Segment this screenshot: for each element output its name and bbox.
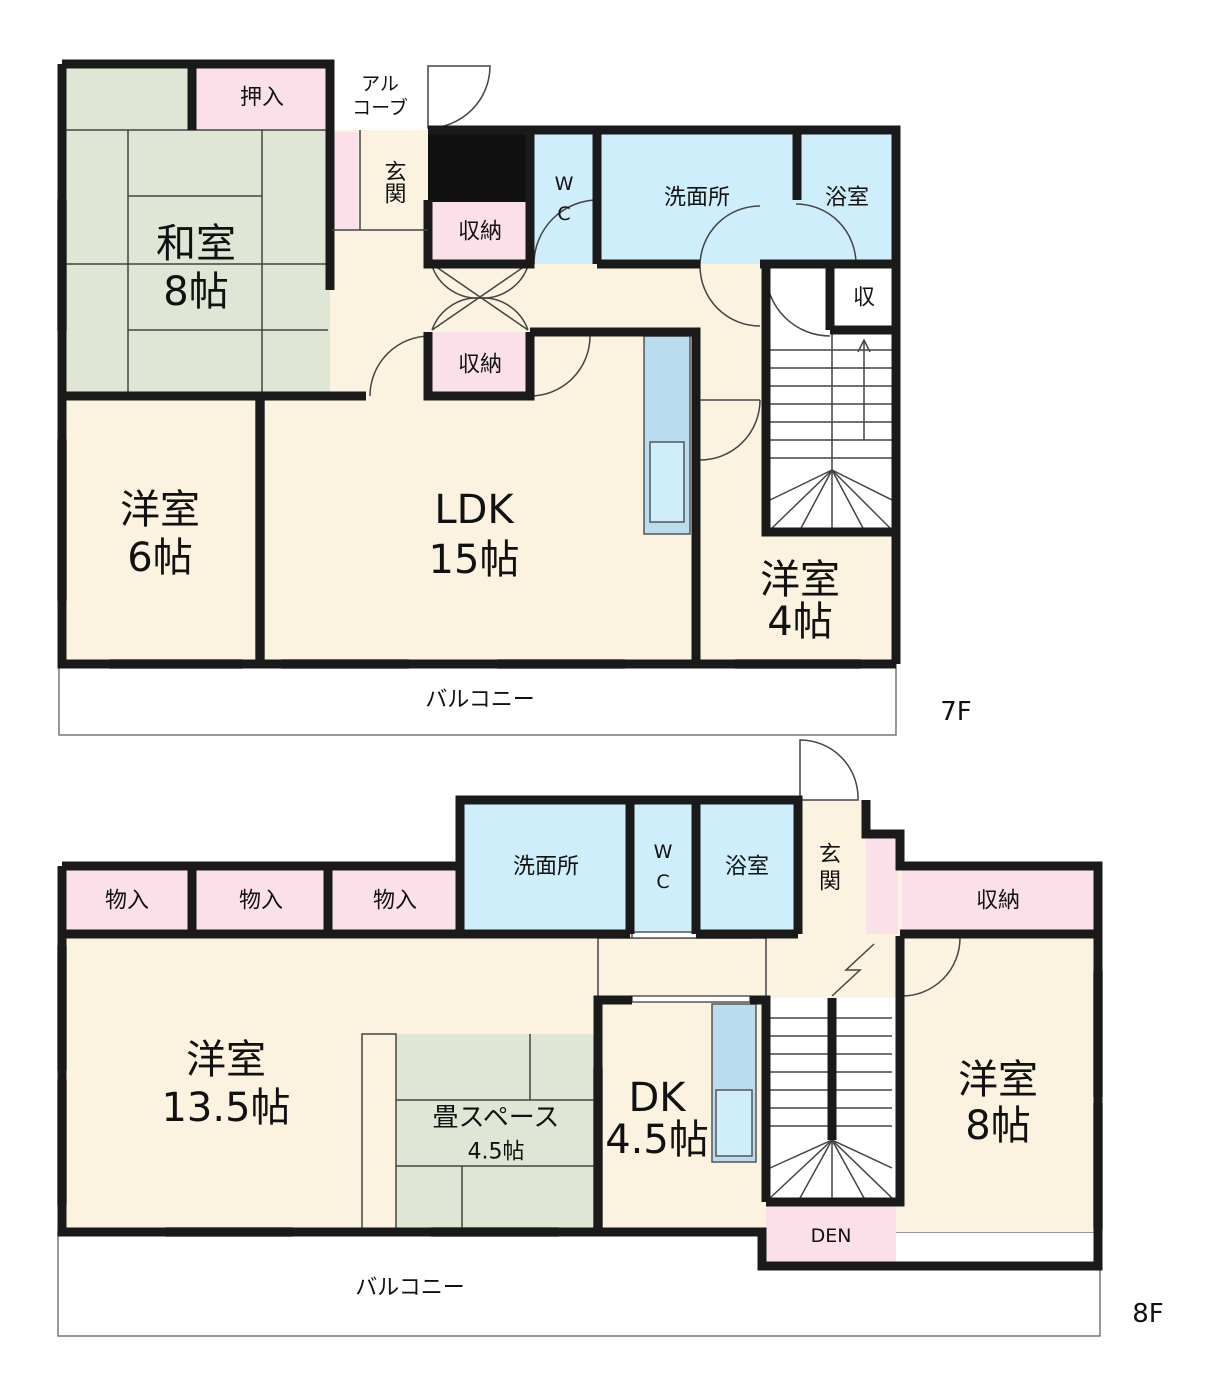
yokushitsu-8f-fill [698, 800, 798, 934]
sink-7f [649, 441, 685, 523]
balcony-7f-label: バルコニー [425, 688, 535, 713]
oshiire-fill [196, 66, 328, 130]
balcony-8f-label: バルコニー [355, 1276, 465, 1301]
washitsu-name: 和室 [156, 221, 236, 267]
genkan-8f-label-2: 関 [819, 870, 841, 895]
dk-size: 4.5帖 [605, 1117, 709, 1163]
balcony-7f [58, 663, 897, 736]
shuno-lower-fill [430, 332, 530, 398]
wc-7f-label-2: C [557, 203, 570, 225]
genkan-8f-label-1: 玄 [819, 843, 841, 868]
genkan-8f-strip [866, 834, 898, 934]
yoshitsu135-size: 13.5帖 [161, 1085, 290, 1131]
wc-8f-fill [632, 800, 696, 934]
floor-label-7f: 7F [940, 697, 972, 727]
genkan-strip [332, 132, 358, 230]
floor-label-8f: 8F [1132, 1299, 1164, 1329]
yokushitsu-7f-fill [797, 132, 896, 264]
monoire2-label: 物入 [239, 889, 283, 914]
yoshitsu135-name: 洋室 [186, 1037, 266, 1083]
tatami-8f-fill [396, 1034, 594, 1232]
stairs-7f [769, 334, 893, 531]
yoshitsu8-size: 8帖 [965, 1103, 1030, 1149]
dk-name: DK [628, 1075, 687, 1121]
shuno-upper-fill [430, 202, 530, 264]
monoire1-label: 物入 [105, 889, 149, 914]
senmenjo-8f-label: 洗面所 [513, 855, 579, 880]
monoire3-label: 物入 [373, 889, 417, 914]
wc-7f-label-1: W [555, 173, 574, 195]
yoshitsu6-name: 洋室 [120, 487, 200, 533]
senmenjo-7f-label: 洗面所 [664, 186, 730, 211]
shu-label: 収 [853, 286, 875, 311]
monoire1-fill [64, 868, 190, 934]
sink-8f [715, 1089, 753, 1157]
shuno-upper-label: 収納 [458, 220, 502, 245]
walls-8f [57, 795, 1103, 1271]
yoshitsu6-size: 6帖 [127, 535, 192, 581]
genkan-7f-label: 玄関 [381, 160, 406, 204]
den-fill [766, 1202, 896, 1266]
alcove-label-1: アル [361, 73, 399, 95]
floor-8f: 物入 物入 物入 洗面所 W C 浴室 玄 関 収納 洋室 13.5帖 畳スペー… [57, 739, 1164, 1337]
monoire2-fill [196, 868, 326, 934]
senmenjo-8f-fill [462, 800, 630, 934]
genkan-8f-fill [800, 800, 866, 934]
ldk-name: LDK [434, 487, 515, 533]
ldk-size: 15帖 [429, 537, 520, 583]
yokushitsu-8f-label: 浴室 [725, 855, 769, 880]
floor-7f: 和室 8帖 押入 アル コーブ 玄関 収納 収納 W C 洗面所 浴室 収 洋室… [57, 59, 972, 736]
shuno-lower-label: 収納 [458, 353, 502, 378]
walls-7f [57, 59, 901, 669]
shuno-8f-label: 収納 [976, 889, 1020, 914]
monoire3-fill [330, 868, 458, 934]
wc-7f-fill [531, 132, 597, 264]
balcony-8f [57, 1231, 1101, 1337]
tatami-size: 4.5帖 [468, 1140, 525, 1165]
den-label: DEN [811, 1225, 852, 1247]
yoshitsu4-name: 洋室 [760, 557, 840, 603]
wc-8f-label-2: C [656, 871, 669, 893]
shuno-8f-fill [902, 868, 1098, 934]
black-block [428, 132, 528, 202]
oshiire-label: 押入 [240, 86, 284, 111]
washitsu-size: 8帖 [163, 269, 228, 315]
alcove-fill [332, 62, 428, 130]
tatami-name: 畳スペース [433, 1103, 560, 1133]
alcove-label-2: コーブ [352, 96, 408, 119]
senmenjo-7f-fill [597, 132, 797, 264]
yoshitsu4-size: 4帖 [767, 599, 832, 645]
yokushitsu-7f-label: 浴室 [825, 186, 869, 211]
wc-8f-label-1: W [654, 841, 673, 863]
yoshitsu8-name: 洋室 [958, 1057, 1038, 1103]
